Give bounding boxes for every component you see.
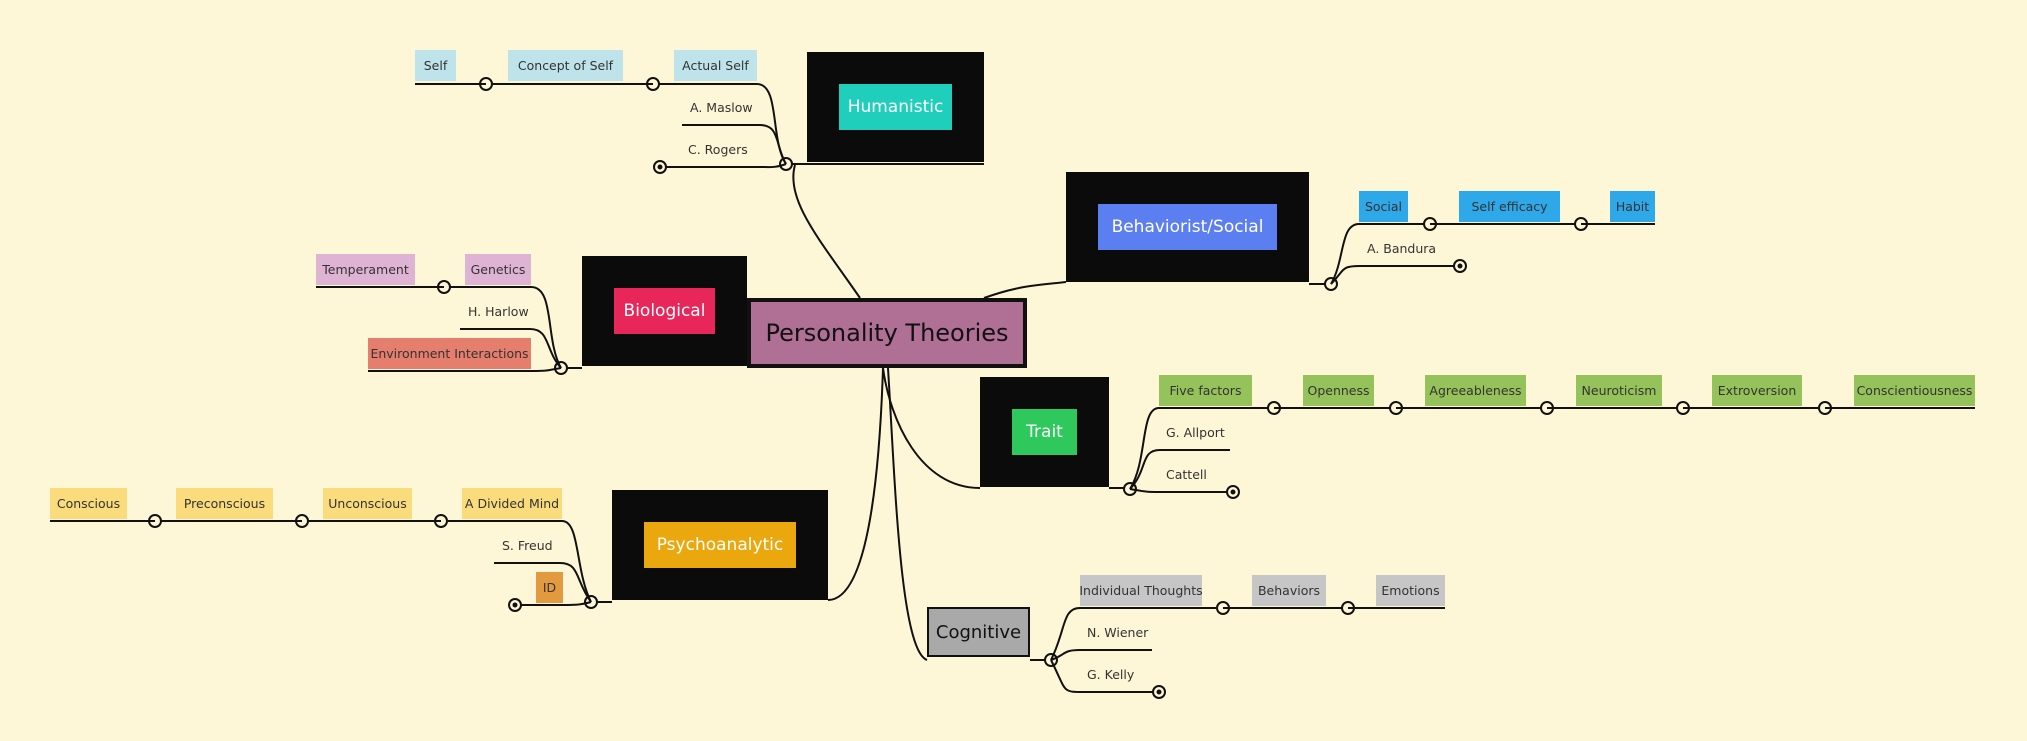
cognitive-node[interactable]: Cognitive (927, 607, 1030, 657)
link-rogers (665, 163, 787, 169)
link-maslow (682, 124, 787, 165)
biological-node[interactable]: Biological (582, 256, 747, 366)
collapse-end-dot-center (1156, 689, 1162, 695)
central-topic[interactable]: Personality Theories (747, 298, 1027, 368)
connector-line (1129, 407, 1268, 490)
chip-self[interactable]: Self (415, 50, 456, 81)
chip-actual-self[interactable]: Actual Self (674, 50, 757, 81)
chip-environment-interactions[interactable]: Environment Interactions (368, 338, 531, 369)
connector-line (1330, 265, 1455, 285)
connector-line (450, 286, 562, 369)
cognitive-label: Cognitive (935, 621, 1022, 643)
person-bandura[interactable]: A. Bandura (1367, 241, 1437, 256)
link-freud (494, 562, 592, 603)
connector-line (1330, 223, 1425, 285)
chip-unconscious[interactable]: Unconscious (323, 488, 412, 519)
link-harlow (460, 328, 562, 369)
link-cattell (1129, 488, 1228, 493)
chip-temperament[interactable]: Temperament (316, 254, 415, 285)
person-maslow[interactable]: A. Maslow (690, 100, 753, 115)
link-central-cognitive (887, 367, 928, 661)
connector-line (1050, 607, 1216, 661)
link-allport (1129, 449, 1230, 490)
central-topic-label: Personality Theories (765, 319, 1009, 347)
chip-extroversion[interactable]: Extroversion (1712, 375, 1802, 406)
link-env (368, 367, 562, 372)
collapse-end-dot-center (512, 602, 518, 608)
chip-neuroticism[interactable]: Neuroticism (1576, 375, 1662, 406)
chip-conscious[interactable]: Conscious (50, 488, 127, 519)
chip-emotions[interactable]: Emotions (1376, 575, 1445, 606)
collapse-end-dot-center (1230, 489, 1236, 495)
link-central-humanistic (792, 164, 861, 299)
chip-five-factors[interactable]: Five factors (1159, 375, 1252, 406)
link-central-behaviorist (983, 281, 1067, 299)
link-central-psychoanalytic (827, 367, 884, 601)
trait-node[interactable]: Trait (980, 377, 1109, 487)
link-central-trait (882, 367, 981, 489)
chip-individual-thoughts[interactable]: Individual Thoughts (1079, 575, 1203, 606)
link-wiener (1050, 649, 1152, 661)
chip-behaviors[interactable]: Behaviors (1252, 575, 1326, 606)
trait-label: Trait (1012, 409, 1077, 455)
humanistic-label: Humanistic (839, 84, 952, 130)
chip-agreeableness[interactable]: Agreeableness (1425, 375, 1526, 406)
connector-line (448, 520, 592, 603)
psychoanalytic-node[interactable]: Psychoanalytic (612, 490, 828, 600)
person-allport[interactable]: G. Allport (1166, 425, 1225, 440)
chip-genetics[interactable]: Genetics (465, 254, 531, 285)
chip-id[interactable]: ID (536, 572, 563, 603)
person-kelly[interactable]: G. Kelly (1087, 667, 1135, 682)
person-cattell[interactable]: Cattell (1166, 467, 1207, 482)
psychoanalytic-label: Psychoanalytic (644, 522, 796, 568)
chip-concept-of-self[interactable]: Concept of Self (508, 50, 623, 81)
chip-social[interactable]: Social (1359, 191, 1408, 222)
chip-preconscious[interactable]: Preconscious (176, 488, 273, 519)
collapse-end-dot-center (657, 164, 663, 170)
collapse-end-dot-center (1457, 263, 1463, 269)
person-wiener[interactable]: N. Wiener (1087, 625, 1149, 640)
person-harlow[interactable]: H. Harlow (468, 304, 529, 319)
behaviorist-label: Behaviorist/Social (1098, 204, 1277, 250)
chip-openness[interactable]: Openness (1303, 375, 1374, 406)
chip-habit[interactable]: Habit (1610, 191, 1655, 222)
link-kelly (1050, 659, 1153, 693)
chip-conscientiousness[interactable]: Conscientiousness (1854, 375, 1975, 406)
person-freud[interactable]: S. Freud (502, 538, 553, 553)
chip-self-efficacy[interactable]: Self efficacy (1459, 191, 1560, 222)
link-id (520, 601, 592, 606)
person-rogers[interactable]: C. Rogers (688, 142, 748, 157)
humanistic-node[interactable]: Humanistic (807, 52, 984, 162)
biological-label: Biological (614, 288, 715, 334)
chip-a-divided-mind[interactable]: A Divided Mind (462, 488, 562, 519)
behaviorist-node[interactable]: Behaviorist/Social (1066, 172, 1309, 282)
